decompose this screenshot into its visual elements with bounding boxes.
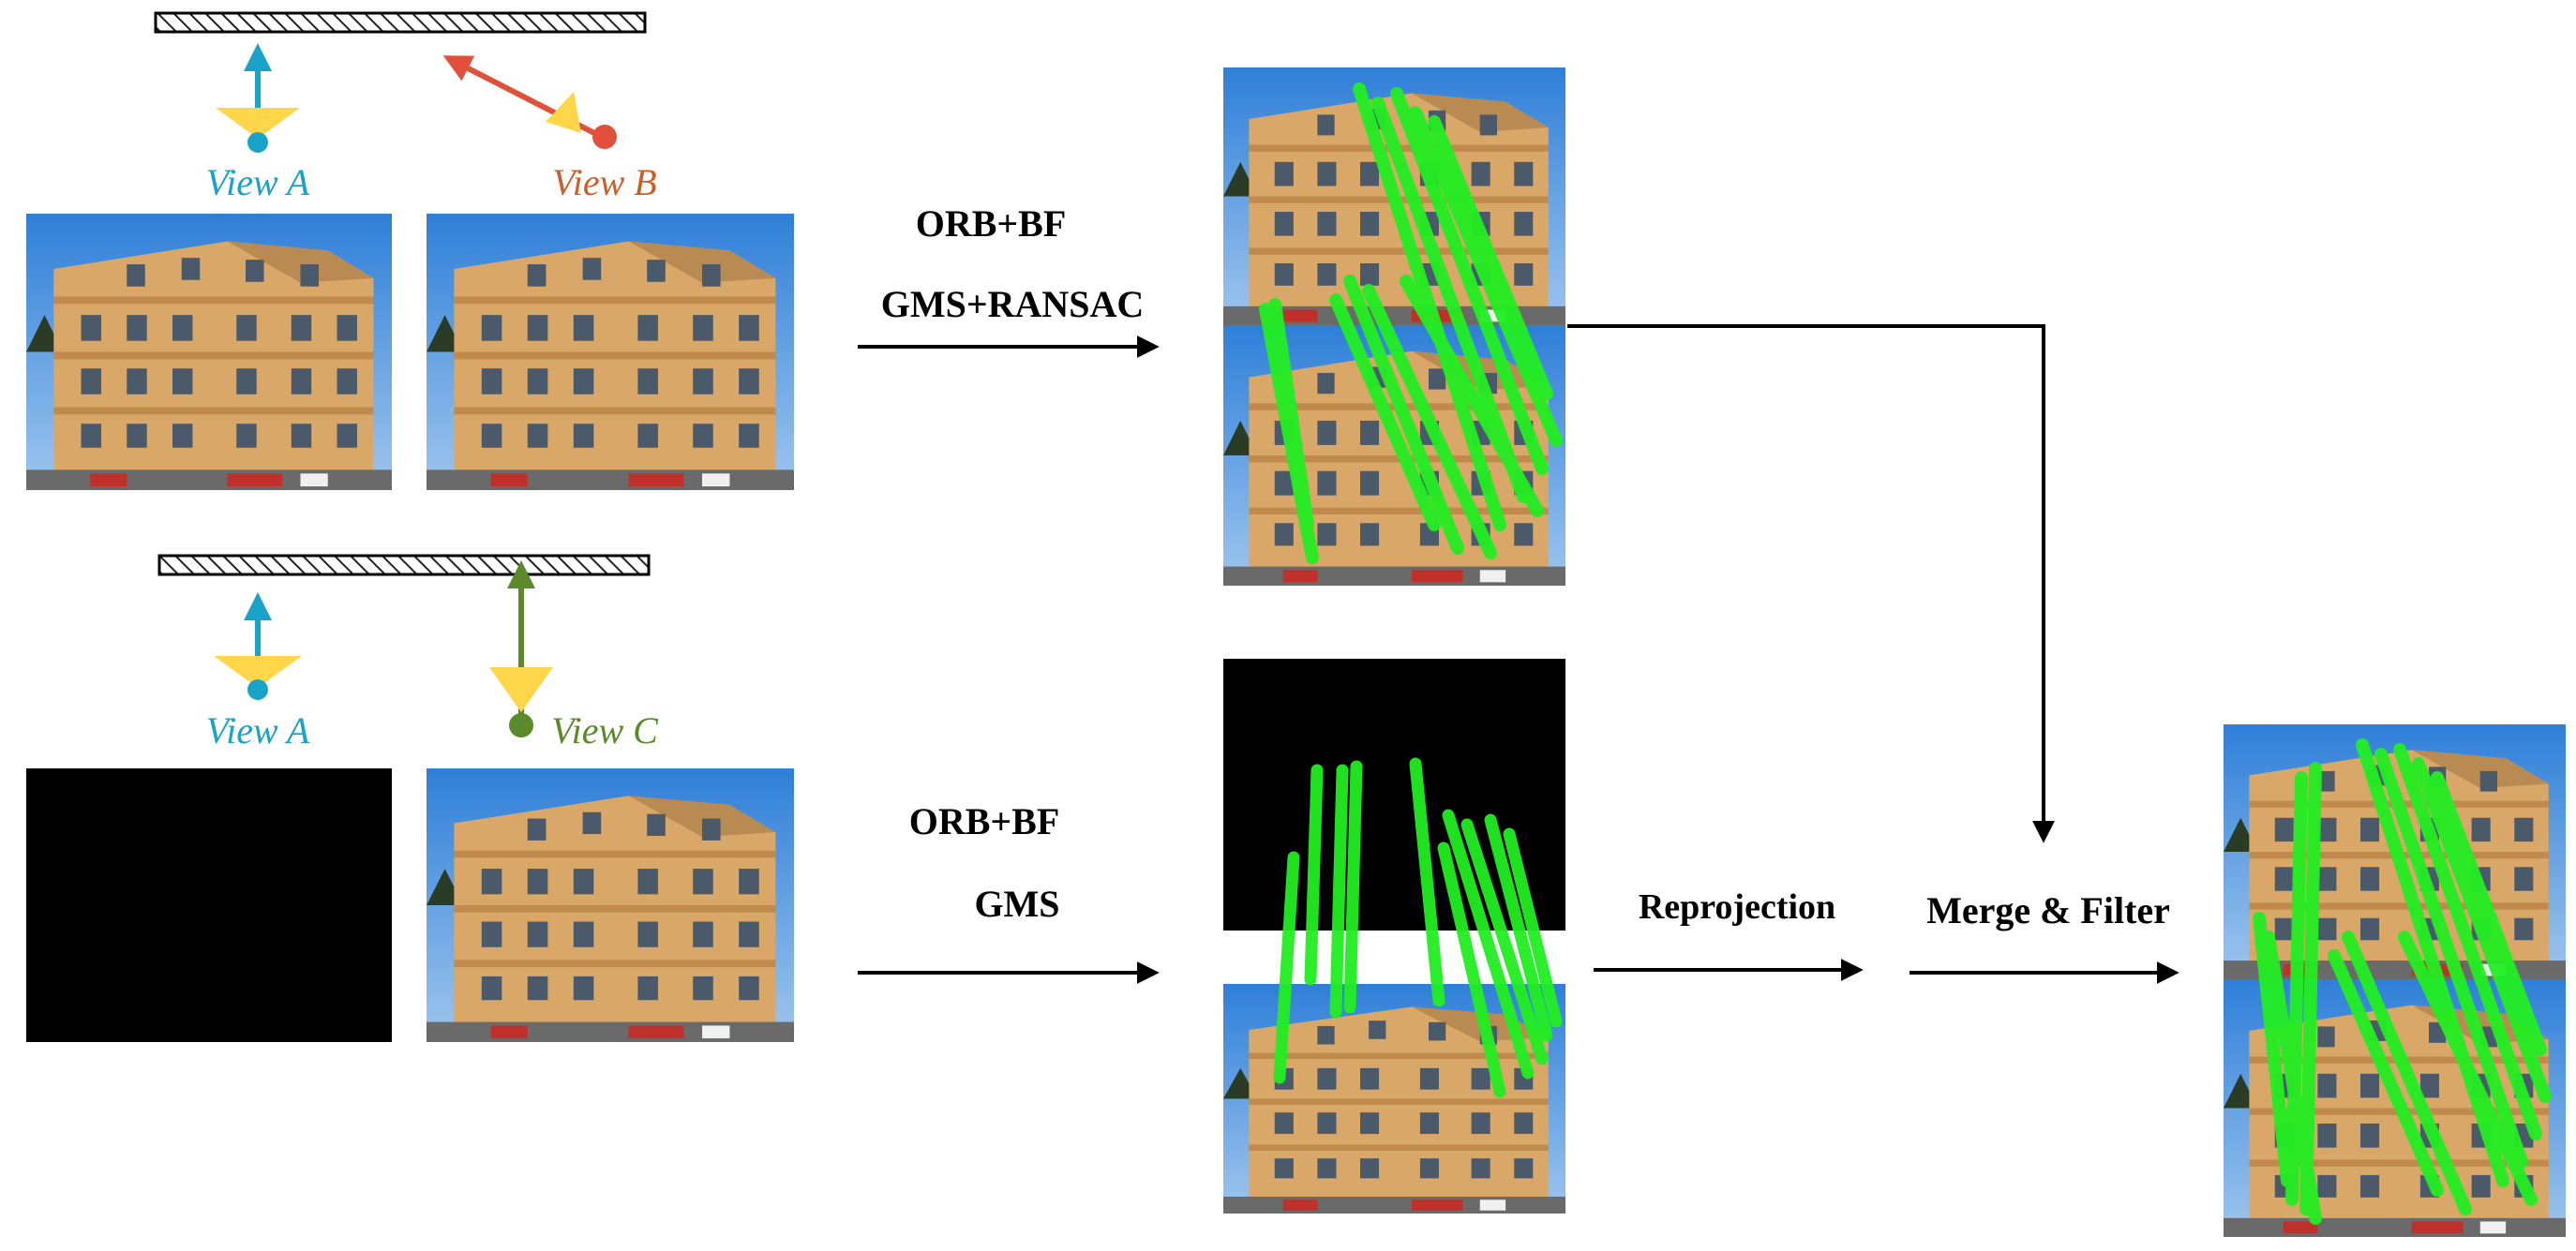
arrow-top-to-merge: [1567, 324, 2055, 843]
step-gms-ransac: GMS+RANSAC: [881, 283, 1145, 325]
view-a-label: View A: [206, 161, 310, 203]
building-photo: [427, 214, 794, 490]
step-orb-bf-top: ORB+BF: [916, 202, 1067, 245]
view-c-label: View C: [551, 709, 659, 752]
camera-icon: [489, 560, 553, 737]
camera-icon: [216, 43, 300, 153]
final-match-result: [2224, 724, 2566, 1237]
step-reprojection: Reprojection: [1639, 887, 1835, 927]
camera-icon: [214, 592, 302, 700]
warped-building-photo: [26, 768, 392, 1042]
view-b-label: View B: [552, 161, 656, 203]
hatched-surface-icon: [157, 554, 651, 576]
step-merge-filter: Merge & Filter: [1926, 889, 2170, 931]
hatched-surface-icon: [154, 11, 647, 34]
step-gms: GMS: [974, 883, 1059, 925]
step-orb-bf-bottom: ORB+BF: [909, 800, 1060, 842]
camera-icon: [442, 55, 617, 149]
building-photo: [26, 214, 392, 490]
building-photo: [427, 768, 794, 1042]
view-a-label: View A: [206, 709, 310, 752]
match-result-bottom: [1223, 659, 1565, 1214]
match-result-top: [1223, 67, 1565, 586]
